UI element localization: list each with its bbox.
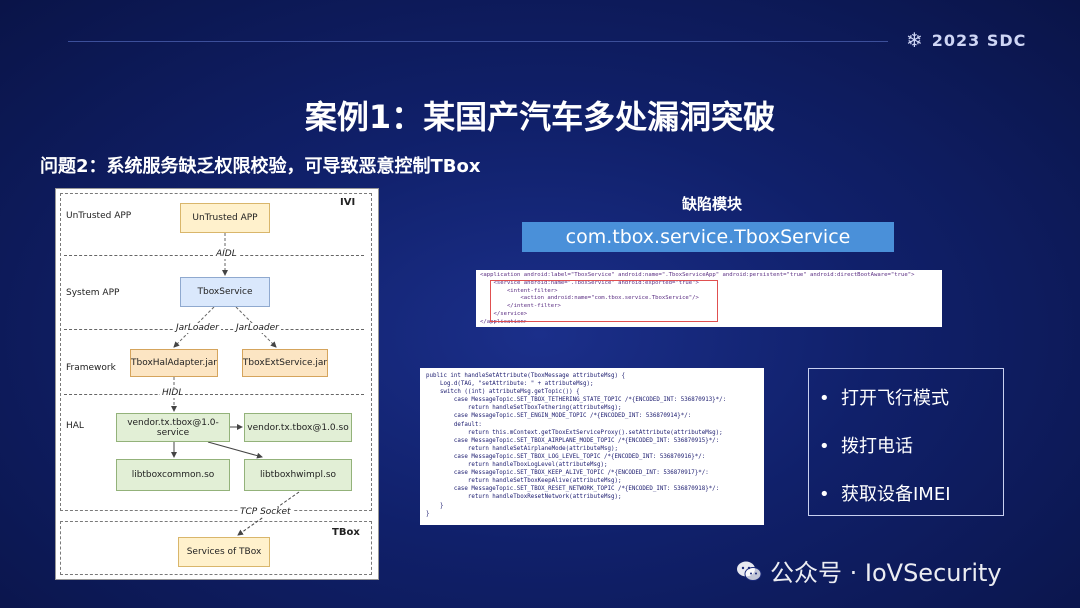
- lane-system-app: System APP: [66, 288, 120, 298]
- libtboxcommon-box: libtboxcommon.so: [116, 459, 230, 491]
- code-line: case MessageTopic.SET_TBOX_RESET_NETWORK…: [426, 486, 720, 493]
- vendor-so-box: vendor.tx.tbox@1.0.so: [244, 413, 352, 442]
- lane-framework: Framework: [66, 363, 116, 373]
- code-line: case MessageTopic.SET_ENGIN_MODE_TOPIC /…: [426, 413, 692, 420]
- watermark: 公众号 · IoVSecurity: [736, 553, 1002, 588]
- untrusted-app-box: UnTrusted APP: [180, 203, 270, 233]
- code-line: case MessageTopic.SET_TBOX_TETHERING_STA…: [426, 397, 727, 404]
- lane-divider: [64, 394, 364, 395]
- aidl-label: AIDL: [214, 249, 239, 259]
- impact-item: 获取设备IMEI: [819, 483, 1003, 507]
- code-line: return handleTboxResetNetwork(attributeM…: [426, 494, 622, 501]
- slide-title: 案例1：某国产汽车多处漏洞突破: [304, 98, 776, 136]
- libtboxhwimpl-box: libtboxhwimpl.so: [244, 459, 352, 491]
- tcp-socket-label: TCP Socket: [238, 507, 293, 517]
- impact-item: 拨打电话: [819, 435, 1003, 459]
- code-line: default:: [426, 421, 482, 428]
- header-divider: [68, 41, 888, 42]
- hidl-label: HIDL: [160, 388, 186, 398]
- code-line: </service>: [480, 310, 528, 317]
- ivi-label: IVI: [340, 197, 356, 208]
- watermark-text: 公众号 · IoVSecurity: [770, 559, 1002, 587]
- code-line: return handleSetTboxKeepAlive(attributeM…: [426, 478, 622, 485]
- wechat-icon: [737, 561, 762, 581]
- code-line: }: [426, 502, 444, 509]
- code-line: return handleTboxLogLevel(attributeMsg);: [426, 462, 608, 469]
- manifest-snippet: <application android:label="TboxService"…: [476, 270, 942, 327]
- code-line: <action android:name="com.tbox.service.T…: [480, 295, 699, 302]
- diagram-arrows: [171, 233, 300, 536]
- code-line: switch ((int) attributeMsg.getTopic()) {: [426, 389, 580, 396]
- tbox-boundary: [60, 521, 372, 575]
- tbox-service-box: TboxService: [180, 277, 270, 307]
- code-line: return this.mContext.getTboxExtServicePr…: [426, 429, 723, 436]
- manifest-highlight: [490, 280, 718, 322]
- code-line: }: [426, 510, 430, 517]
- code-line: case MessageTopic.SET_TBOX_KEEP_ALIVE_TO…: [426, 470, 709, 477]
- code-line: return handleSetTboxTethering(attributeM…: [426, 405, 622, 412]
- architecture-diagram: IVI TBox UnTrusted APP System APP Framew…: [55, 188, 379, 580]
- code-line: <intent-filter>: [480, 287, 558, 294]
- java-code-snippet: public int handleSetAttribute(TboxMessag…: [420, 368, 764, 525]
- code-line: </intent-filter>: [480, 303, 561, 310]
- defect-module-title: 缺陷模块: [682, 195, 743, 213]
- code-line: public int handleSetAttribute(TboxMessag…: [426, 373, 625, 379]
- snowflake-icon: ❄: [906, 28, 924, 52]
- lane-untrusted-app: UnTrusted APP: [66, 211, 132, 221]
- impact-list-box: 打开飞行模式 拨打电话 获取设备IMEI: [808, 368, 1004, 516]
- vendor-service-box: vendor.tx.tbox@1.0-service: [116, 413, 230, 442]
- slide-subtitle: 问题2：系统服务缺乏权限校验，可导致恶意控制TBox: [40, 156, 481, 177]
- code-line: case MessageTopic.SET_TBOX_AIRPLANE_MODE…: [426, 437, 720, 444]
- tbox-label: TBox: [332, 527, 360, 538]
- ext-service-box: TboxExtService.jar: [242, 349, 328, 377]
- hal-adapter-box: TboxHalAdapter.jar: [130, 349, 218, 377]
- code-line: return handleSetAirplaneMode(attributeMs…: [426, 445, 618, 452]
- lane-hal: HAL: [66, 421, 84, 431]
- brand-text: 2023 SDC: [931, 30, 1027, 50]
- jarloader-left-label: JarLoader: [174, 323, 221, 333]
- ivi-boundary: [60, 193, 372, 511]
- brand-logo: ❄ 2023 SDC: [906, 28, 1026, 52]
- code-line: <service android:name=".TboxService" and…: [480, 279, 699, 286]
- jarloader-right-label: JarLoader: [234, 323, 281, 333]
- code-line: case MessageTopic.SET_TBOX_LOG_LEVEL_TOP…: [426, 453, 706, 460]
- defect-class-name: com.tbox.service.TboxService: [522, 222, 894, 252]
- code-line: <application android:label="TboxService"…: [480, 272, 915, 278]
- code-line: Log.d(TAG, "setAttribute: " + attributeM…: [426, 381, 594, 388]
- services-of-tbox-box: Services of TBox: [178, 537, 270, 567]
- impact-item: 打开飞行模式: [819, 387, 1003, 411]
